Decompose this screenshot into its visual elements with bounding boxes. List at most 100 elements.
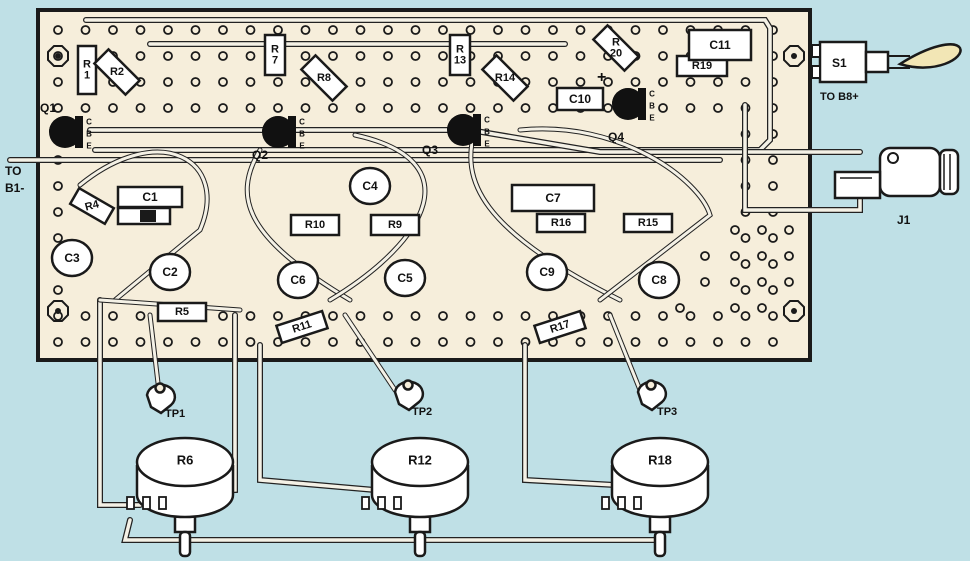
board-hole xyxy=(768,337,778,347)
board-hole xyxy=(603,77,613,87)
to-b1-label-line1: TO xyxy=(5,164,21,178)
board-hole xyxy=(135,311,146,321)
board-hole xyxy=(218,51,228,61)
board-hole xyxy=(768,233,778,243)
board-hole xyxy=(768,285,778,295)
resistor-body xyxy=(68,186,116,226)
board-hole xyxy=(53,103,63,113)
board-hole xyxy=(135,51,146,61)
board-hole xyxy=(768,259,778,269)
pin-label-e: E xyxy=(86,142,92,151)
pot-r18: R18 xyxy=(601,436,710,558)
capacitor-c3: C3 xyxy=(50,238,94,278)
board-hole xyxy=(493,311,503,321)
board-hole xyxy=(355,51,366,61)
resistor-r10: R10 xyxy=(289,213,341,237)
board-hole xyxy=(784,251,794,261)
board-hole xyxy=(383,311,393,321)
board-hole xyxy=(245,51,256,61)
board-hole xyxy=(383,77,393,87)
pot-r12: R12 xyxy=(361,436,470,558)
transistor-flat xyxy=(75,116,83,148)
board-hole xyxy=(520,311,531,321)
board-hole xyxy=(438,103,448,113)
board-hole xyxy=(328,25,338,35)
board-hole xyxy=(80,311,91,321)
pot-terminal xyxy=(617,496,626,510)
board-hole xyxy=(53,233,63,243)
board-hole xyxy=(757,251,767,261)
board-hole xyxy=(575,25,586,35)
board-hole xyxy=(713,77,723,87)
resistor-body xyxy=(369,213,421,237)
capacitor-c1: C1 xyxy=(116,185,184,209)
resistor-body xyxy=(274,309,330,345)
board-hole xyxy=(135,103,146,113)
pin-label-c: C xyxy=(484,116,490,125)
to-b1-label-line2: B1- xyxy=(5,181,24,195)
plus-label: + xyxy=(597,69,606,86)
board-hole xyxy=(163,103,173,113)
capacitor-label-c1: C1 xyxy=(142,190,158,204)
board-hole xyxy=(300,337,311,347)
resistor-label-r8: R8 xyxy=(317,72,331,84)
component-band xyxy=(140,210,156,222)
board-hole xyxy=(245,311,256,321)
pot-terminal xyxy=(377,496,386,510)
resistor-label-r10: R10 xyxy=(305,219,325,231)
capacitor-label-c4: C4 xyxy=(362,179,378,193)
board-hole xyxy=(245,337,256,347)
resistor-body xyxy=(448,33,472,77)
board-hole xyxy=(80,25,91,35)
resistor-r16: R16 xyxy=(535,212,587,234)
resistor-label-r2: R2 xyxy=(110,66,124,78)
board-hole xyxy=(218,25,228,35)
board-hole xyxy=(410,103,421,113)
resistor-label-r1-line: R xyxy=(83,59,91,71)
board-hole xyxy=(730,277,740,287)
board-hole xyxy=(493,337,503,347)
board-hole xyxy=(108,311,118,321)
board-hole xyxy=(438,77,448,87)
board-hole xyxy=(383,25,393,35)
resistor-r17: R17 xyxy=(532,309,588,345)
board-hole xyxy=(163,25,173,35)
resistor-r2: R2 xyxy=(92,47,142,97)
board-hole xyxy=(740,77,751,87)
capacitor-label-c10: C10 xyxy=(569,92,591,106)
potentiometer-icon xyxy=(135,436,235,488)
board-hole xyxy=(713,311,723,321)
pot-terminal xyxy=(601,496,610,510)
resistor-label-r17: R17 xyxy=(549,318,572,336)
transistor-label-q4: Q4 xyxy=(608,130,624,144)
board-hole xyxy=(575,77,586,87)
to-b8-label: TO B8+ xyxy=(820,91,859,103)
board-hole xyxy=(493,25,503,35)
board-hole xyxy=(757,277,767,287)
resistor-label-r13-line: 13 xyxy=(454,55,466,67)
board-hole xyxy=(713,337,723,347)
board-hole xyxy=(713,103,723,113)
pot-knob-shaft xyxy=(653,530,667,558)
board-hole xyxy=(273,77,283,87)
transistor-body xyxy=(447,114,479,146)
resistor-body xyxy=(591,23,641,73)
pot-terminal xyxy=(142,496,151,510)
phone-jack-icon xyxy=(833,146,960,200)
transistor-body xyxy=(612,88,644,120)
board-hole xyxy=(768,181,778,191)
switch-label: S1 xyxy=(832,56,847,70)
board-hole xyxy=(465,77,476,87)
board-hole xyxy=(190,25,201,35)
capacitor-c5: C5 xyxy=(383,258,427,298)
